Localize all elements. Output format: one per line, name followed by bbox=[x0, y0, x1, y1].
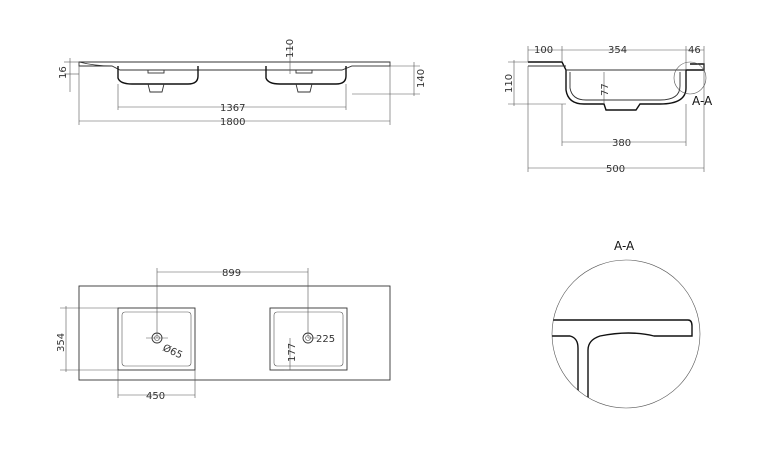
dim-46: 46 bbox=[688, 45, 701, 56]
detail-profile-inner bbox=[552, 335, 579, 408]
dim-380: 380 bbox=[612, 138, 631, 149]
front-drain-right bbox=[295, 83, 313, 93]
detail-profile-outer bbox=[552, 319, 693, 408]
detail-view: A-A bbox=[551, 239, 701, 409]
front-basin-right bbox=[265, 66, 347, 85]
front-left-edge bbox=[78, 61, 113, 67]
plan-basin-right-inner bbox=[273, 311, 344, 367]
side-profile-inner bbox=[569, 72, 681, 101]
detail-circle bbox=[551, 259, 701, 409]
plan-basin-right-outer bbox=[269, 307, 348, 371]
section-label: A-A bbox=[692, 94, 713, 108]
plan-view: 899 354 Ø65 225 177 450 bbox=[56, 268, 391, 402]
dim-1800: 1800 bbox=[220, 117, 245, 128]
side-view: A-A 100 354 46 110 77 380 500 bbox=[504, 45, 713, 175]
plan-basin-left-outer bbox=[117, 307, 196, 371]
dim-450: 450 bbox=[146, 391, 165, 402]
dim-500: 500 bbox=[606, 164, 625, 175]
front-basin-left bbox=[117, 66, 199, 85]
dim-77: 77 bbox=[600, 83, 611, 96]
dim-899: 899 bbox=[222, 268, 241, 279]
detail-title: A-A bbox=[614, 239, 635, 253]
dim-354-plan: 354 bbox=[56, 333, 67, 352]
front-drain-left bbox=[147, 83, 165, 93]
dim-16: 16 bbox=[58, 66, 69, 79]
section-circle bbox=[673, 61, 707, 95]
dim-1367: 1367 bbox=[220, 103, 245, 114]
plan-countertop bbox=[78, 285, 391, 381]
plan-basin-left-inner bbox=[121, 311, 192, 367]
dim-110-side: 110 bbox=[504, 74, 515, 93]
dim-100: 100 bbox=[534, 45, 553, 56]
dim-225: 225 bbox=[316, 334, 335, 345]
dim-354-side: 354 bbox=[608, 45, 627, 56]
front-overflow-left bbox=[147, 69, 165, 74]
dim-177: 177 bbox=[287, 343, 298, 362]
front-top-slab bbox=[78, 61, 391, 71]
side-profile-outer bbox=[528, 61, 705, 111]
dim-diameter-65: Ø65 bbox=[161, 342, 185, 362]
dim-140: 140 bbox=[416, 69, 427, 88]
front-overflow-right bbox=[295, 69, 313, 74]
dim-110-front: 110 bbox=[285, 39, 296, 58]
front-view: 16 110 140 1367 1800 bbox=[58, 39, 427, 128]
